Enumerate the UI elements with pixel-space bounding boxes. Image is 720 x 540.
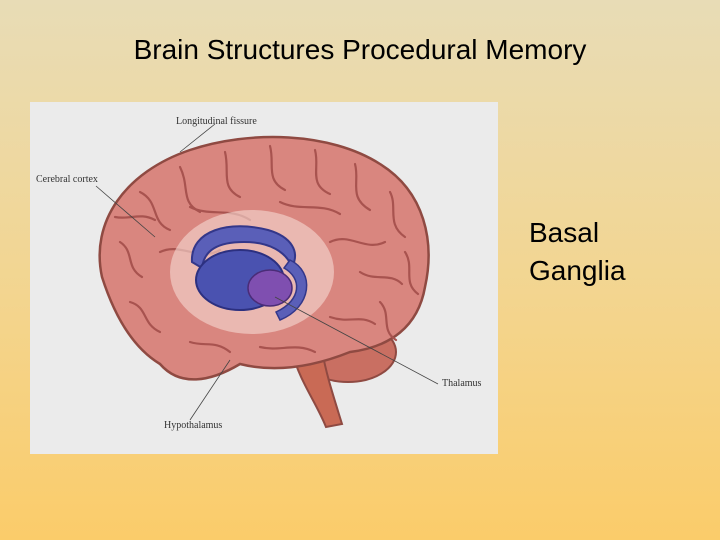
cortex-sulci bbox=[113, 144, 420, 354]
side-label: Basal Ganglia bbox=[529, 214, 626, 290]
thalamus-shape bbox=[247, 269, 293, 307]
label-hypothalamus: Hypothalamus bbox=[164, 420, 223, 431]
side-label-line1: Basal bbox=[529, 217, 600, 248]
basal-ganglia-tail bbox=[274, 259, 308, 321]
label-longitudinal-fissure: Longitudinal fissure bbox=[176, 116, 257, 127]
label-cerebral-cortex: Cerebral cortex bbox=[36, 174, 98, 185]
label-thalamus: Thalamus bbox=[442, 378, 482, 389]
leader-lines bbox=[95, 123, 439, 421]
brain-illustration: Longitudinal fissure Cerebral cortex Tha… bbox=[30, 102, 498, 454]
brainstem bbox=[290, 348, 344, 429]
slide-title: Brain Structures Procedural Memory bbox=[133, 34, 587, 65]
brain-drawing bbox=[95, 123, 439, 429]
side-label-line2: Ganglia bbox=[529, 255, 626, 286]
